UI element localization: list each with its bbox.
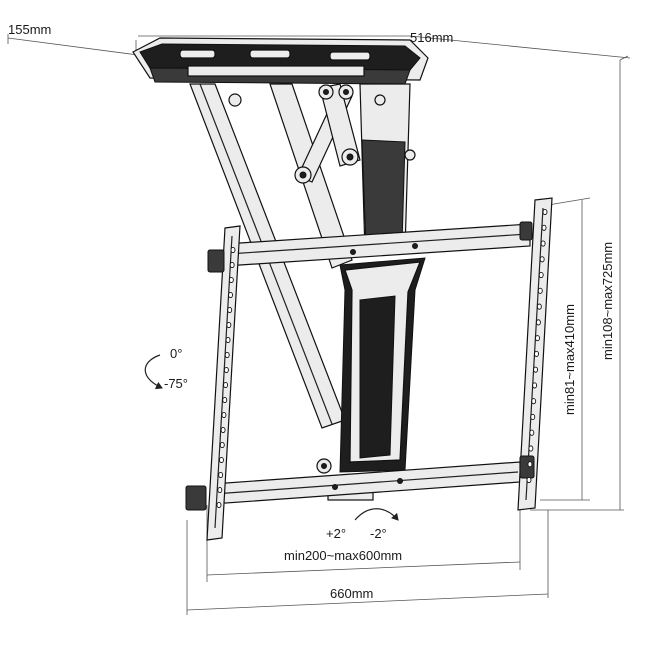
vesa-slot-hole	[541, 224, 547, 231]
dim-vesa-height: min81~max410mm	[562, 304, 577, 415]
vesa-slot-hole	[224, 351, 230, 359]
vesa-slot-hole	[539, 256, 545, 263]
vesa-arms	[185, 197, 553, 541]
dim-vesa-width: min200~max600mm	[284, 548, 402, 563]
vesa-slot-hole	[526, 476, 532, 484]
vesa-slot-hole	[227, 306, 233, 314]
vesa-slot-hole	[216, 501, 222, 509]
center-plate	[327, 257, 426, 501]
vesa-slot-hole	[222, 396, 228, 404]
dim-top-width: 516mm	[410, 30, 453, 45]
articulating-arm	[189, 83, 416, 429]
vesa-slot-hole	[535, 335, 540, 342]
ceiling-plate	[132, 37, 429, 85]
vesa-slot-hole	[228, 276, 234, 284]
vesa-slot-hole	[534, 350, 539, 357]
vesa-slot-hole	[533, 366, 539, 373]
tilt-arrow-icon	[144, 354, 163, 390]
tilt-upper-label: 0°	[170, 346, 182, 361]
vesa-slot-hole	[540, 240, 546, 247]
vesa-slot-hole	[537, 287, 543, 294]
vesa-slot-hole	[226, 321, 232, 329]
vesa-slot-hole	[535, 319, 541, 326]
dimension-lines	[7, 34, 631, 615]
vesa-slot-hole	[229, 261, 235, 269]
dim-overall-width: 660mm	[330, 586, 373, 601]
vesa-slot-hole	[529, 429, 535, 436]
vesa-slot-hole	[527, 461, 533, 468]
vesa-slot-hole	[531, 398, 537, 405]
vesa-slot-hole	[220, 426, 226, 434]
vesa-slot-hole	[542, 208, 548, 216]
dim-top-depth: 155mm	[8, 22, 51, 37]
vesa-slot-hole	[230, 246, 236, 254]
vesa-slot-hole	[536, 303, 542, 310]
vesa-slot-hole	[528, 445, 534, 452]
swivel-arrow-icon	[354, 508, 399, 521]
vesa-slot-hole	[223, 366, 229, 374]
tilt-lower-label: -75°	[164, 376, 188, 391]
vesa-slot-hole	[221, 411, 227, 419]
swivel-right-label: -2°	[370, 526, 387, 541]
vesa-slot-hole	[225, 336, 231, 344]
vesa-slot-hole	[538, 272, 544, 279]
dim-overall-height: min108~max725mm	[600, 242, 615, 360]
vesa-slot-hole	[219, 441, 225, 449]
vesa-slot-hole	[218, 471, 224, 479]
vesa-slot-hole	[532, 382, 538, 389]
swivel-left-label: +2°	[326, 526, 346, 541]
vesa-slot-hole	[223, 381, 229, 389]
vesa-slot-hole	[217, 486, 223, 494]
vesa-slot-hole	[530, 413, 536, 420]
vesa-slot-hole	[219, 456, 224, 464]
vesa-slot-hole	[228, 291, 233, 299]
